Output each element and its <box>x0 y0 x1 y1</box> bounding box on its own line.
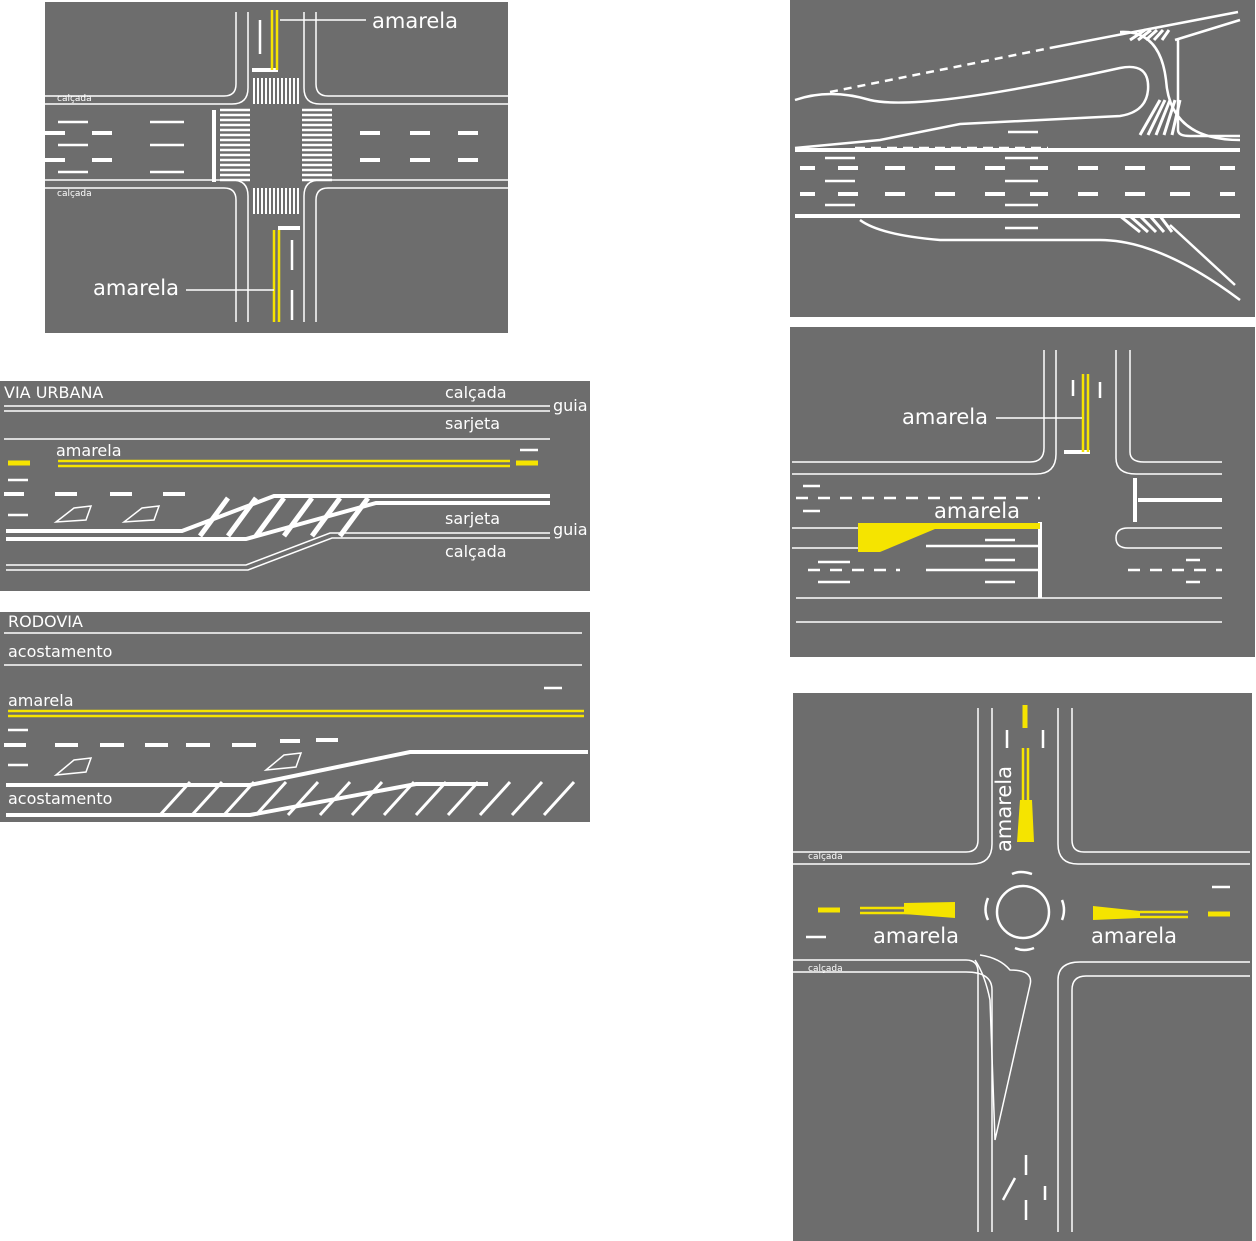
hatch-stripe <box>446 780 480 817</box>
hatch-stripe <box>225 496 259 538</box>
panel-via-urbana: VIA URBANA calçada guia sarjeta amarela … <box>0 381 590 591</box>
chevron-stripe <box>1119 214 1141 234</box>
chevron-stripe <box>1138 214 1158 234</box>
label-calcada-bottom: calçada <box>445 542 507 561</box>
chevron-stripe <box>1129 28 1146 42</box>
label-amarela-bottom: amarela <box>93 276 179 300</box>
hatch-stripe <box>382 780 416 817</box>
label-calcada: calçada <box>445 383 507 402</box>
yellow-island-east <box>1093 906 1140 920</box>
hatch-stripe <box>478 780 512 817</box>
hatch-stripe <box>158 780 192 817</box>
chevron-stripe <box>1138 99 1162 136</box>
hatch-stripe <box>197 496 231 538</box>
chevron-stripe <box>1152 28 1165 42</box>
panel-retorno <box>790 0 1255 317</box>
chevron-stripe <box>1137 28 1152 42</box>
chevron-stripe <box>1158 215 1174 233</box>
hatch-stripe <box>253 496 287 538</box>
title-rodovia: RODOVIA <box>8 612 83 631</box>
label-guia: guia <box>553 396 588 415</box>
chevron-stripe <box>1146 99 1167 136</box>
chevron-stripe <box>1129 214 1149 234</box>
yellow-island <box>858 523 1040 552</box>
label-sarjeta-bottom: sarjeta <box>445 509 500 528</box>
label-amarela-east: amarela <box>1091 924 1177 948</box>
yellow-island-west <box>904 902 955 918</box>
label-acostamento-bottom: acostamento <box>8 789 112 808</box>
chevron-stripe <box>1144 28 1159 42</box>
label-calcada-top: calçada <box>808 852 843 862</box>
label-calcada-bottom: calçada <box>808 964 843 974</box>
chevron-stripe <box>1162 99 1177 136</box>
hatch-stripe <box>190 780 224 817</box>
hatch-stripe <box>414 780 448 817</box>
label-sarjeta: sarjeta <box>445 414 500 433</box>
label-amarela-north: amarela <box>992 766 1016 852</box>
chevron-stripe <box>1170 99 1182 136</box>
chevron-stripe <box>1148 215 1166 233</box>
label-amarela-west: amarela <box>873 924 959 948</box>
label-amarela: amarela <box>8 691 74 710</box>
label-amarela: amarela <box>56 441 122 460</box>
panel-canalizacao: amarela amarela <box>790 327 1255 657</box>
chevron-stripe <box>1160 29 1171 41</box>
label-acostamento-top: acostamento <box>8 642 112 661</box>
label-guia-bottom: guia <box>553 520 588 539</box>
hatch-stripe <box>309 496 343 538</box>
hatch-stripe <box>350 780 384 817</box>
hatch-stripe <box>318 780 352 817</box>
hatch-stripe <box>542 780 576 817</box>
label-amarela-top: amarela <box>372 9 458 33</box>
hatch-stripe <box>222 780 256 817</box>
panel-intersection: amarela amarela calçada calçada <box>45 2 508 333</box>
chevron-stripe <box>1154 99 1172 136</box>
hatch-stripe <box>510 780 544 817</box>
hatch-stripe <box>337 496 371 538</box>
title-via-urbana: VIA URBANA <box>4 383 103 402</box>
label-amarela: amarela <box>902 405 988 429</box>
yellow-island-north <box>1017 800 1034 842</box>
panel-rodovia: RODOVIA acostamento amarela acostamento <box>0 612 590 822</box>
panel-rotatoria: amarela amarela amarela calçada calçada <box>793 693 1252 1241</box>
hatch-stripe <box>281 496 315 538</box>
label-calcada-bottom: calçada <box>57 189 92 199</box>
label-amarela-island: amarela <box>934 499 1020 523</box>
hatch-stripe <box>254 780 288 817</box>
label-calcada-top: calçada <box>57 94 92 104</box>
hatch-stripe <box>286 780 320 817</box>
